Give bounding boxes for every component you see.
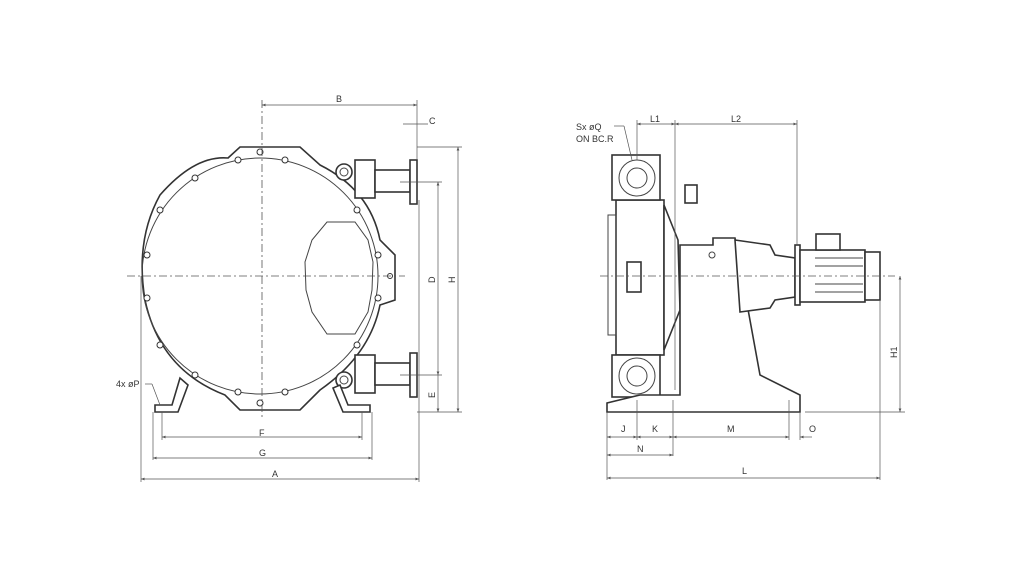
dim-H1: H1 <box>889 346 899 358</box>
motor-fins <box>815 257 863 293</box>
inspection-cover <box>304 221 374 335</box>
rotor-cover <box>663 204 681 351</box>
dim-A: A <box>272 469 278 479</box>
pedestal-base <box>606 237 801 413</box>
terminal-box <box>815 233 841 251</box>
dim-H: H <box>447 277 457 284</box>
left-foot <box>154 376 189 413</box>
dim-K: K <box>652 424 658 434</box>
note-holes: 4x øP <box>116 379 140 389</box>
dim-L1: L1 <box>650 114 660 124</box>
dim-O: O <box>809 424 816 434</box>
dim-D: D <box>427 276 437 283</box>
front-view: B C H D E F G A 4x øP <box>116 94 462 482</box>
right-foot <box>331 383 371 413</box>
dim-B: B <box>336 94 342 104</box>
dim-N: N <box>637 444 644 454</box>
dim-L2: L2 <box>731 114 741 124</box>
dim-M: M <box>727 424 735 434</box>
dim-F: F <box>259 428 265 438</box>
dim-G: G <box>259 448 266 458</box>
dim-E: E <box>427 392 437 398</box>
side-view: L1 L2 Sx øQ ON BC.R J K M O N L H1 <box>576 114 905 480</box>
pump-housing-outline <box>141 146 396 411</box>
note-bolts-1: Sx øQ <box>576 122 602 132</box>
top-flange <box>611 154 661 201</box>
housing-bolts <box>143 148 393 407</box>
window <box>626 261 642 293</box>
dim-L: L <box>742 466 747 476</box>
bottom-flange <box>611 354 661 398</box>
note-bolts-2: ON BC.R <box>576 134 614 144</box>
dim-C: C <box>429 116 436 126</box>
dim-J: J <box>621 424 626 434</box>
